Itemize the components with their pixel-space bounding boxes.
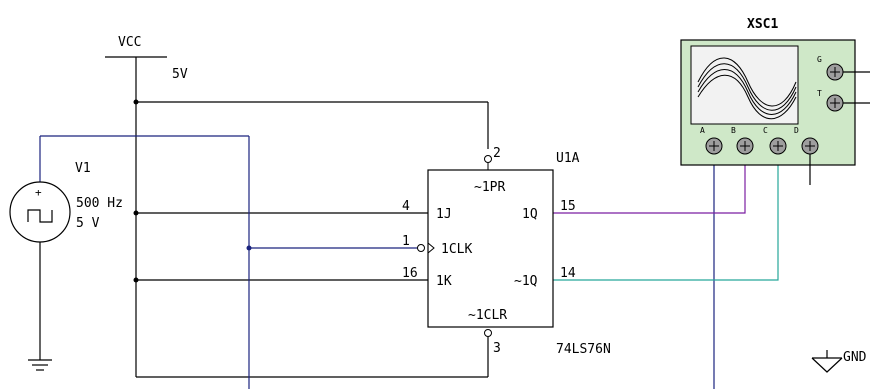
k-pin-label: 1K xyxy=(436,274,452,289)
clk-triangle xyxy=(427,242,435,254)
channel-a-label: A xyxy=(700,126,705,135)
channel-b-label: B xyxy=(731,126,736,135)
gnd-triangle-icon xyxy=(811,357,843,373)
ground-symbol xyxy=(28,359,52,371)
plus-sign: + xyxy=(35,186,42,199)
gnd-symbol[interactable]: GND xyxy=(811,350,867,373)
junction-dot xyxy=(133,277,139,283)
channel-d-label: D xyxy=(794,126,799,135)
v1-amplitude: 5 V xyxy=(76,216,100,231)
jk-flipflop-u1a[interactable]: U1A 74LS76N 2 ~1PR 4 1J 1 1CLK 16 1K 1Q … xyxy=(402,146,611,357)
u1a-part: 74LS76N xyxy=(556,342,611,357)
wires xyxy=(39,57,779,389)
flipflop-body xyxy=(427,169,554,328)
junction-dot xyxy=(133,210,139,216)
gnd-label: GND xyxy=(843,350,867,365)
junctions xyxy=(133,99,252,283)
vcc-symbol[interactable]: VCC 5V xyxy=(105,35,188,82)
channel-c-terminal[interactable] xyxy=(769,137,787,155)
q-pin-label: 1Q xyxy=(522,207,538,222)
q-output-wire[interactable] xyxy=(553,155,746,214)
v1-frequency: 500 Hz xyxy=(76,196,123,211)
clk-pin-label: 1CLK xyxy=(441,242,472,257)
oscilloscope-xsc1[interactable]: XSC1 A B C D xyxy=(680,17,870,185)
xsc1-name: XSC1 xyxy=(747,17,778,32)
junction-dot xyxy=(246,245,252,251)
channel-t-terminal[interactable] xyxy=(826,94,870,112)
channel-t-label: T xyxy=(817,89,822,98)
clr-pin-label: ~1CLR xyxy=(468,308,507,323)
junction-dot xyxy=(133,99,139,105)
channel-a-terminal[interactable] xyxy=(705,137,723,155)
qn-output-wire[interactable] xyxy=(553,155,779,281)
k-pin-number: 16 xyxy=(402,266,418,281)
v1-name: V1 xyxy=(75,161,91,176)
v1-clock-source[interactable]: + V1 500 Hz 5 V xyxy=(9,161,123,243)
clk-bubble xyxy=(417,244,425,252)
channel-c-label: C xyxy=(763,126,768,135)
clk-pin-number: 1 xyxy=(402,234,410,249)
j-pin-number: 4 xyxy=(402,199,410,214)
q-pin-number: 15 xyxy=(560,199,576,214)
clr-pin-number: 3 xyxy=(493,341,501,356)
channel-g-terminal[interactable] xyxy=(826,63,870,81)
vcc-label: VCC xyxy=(118,35,141,50)
pr-pin-label: ~1PR xyxy=(474,180,505,195)
pr-pin-number: 2 xyxy=(493,146,501,161)
waveform-icon xyxy=(697,57,797,120)
pr-bubble xyxy=(484,155,492,163)
channel-b-terminal[interactable] xyxy=(736,137,754,155)
vcc-value: 5V xyxy=(172,67,188,82)
j-pin-label: 1J xyxy=(436,207,452,222)
channel-d-terminal[interactable] xyxy=(801,137,819,185)
qn-pin-number: 14 xyxy=(560,266,576,281)
qn-pin-label: ~1Q xyxy=(514,274,538,289)
channel-g-label: G xyxy=(817,55,822,64)
clr-bubble xyxy=(484,329,492,337)
u1a-name: U1A xyxy=(556,151,580,166)
square-wave-icon xyxy=(27,209,53,223)
